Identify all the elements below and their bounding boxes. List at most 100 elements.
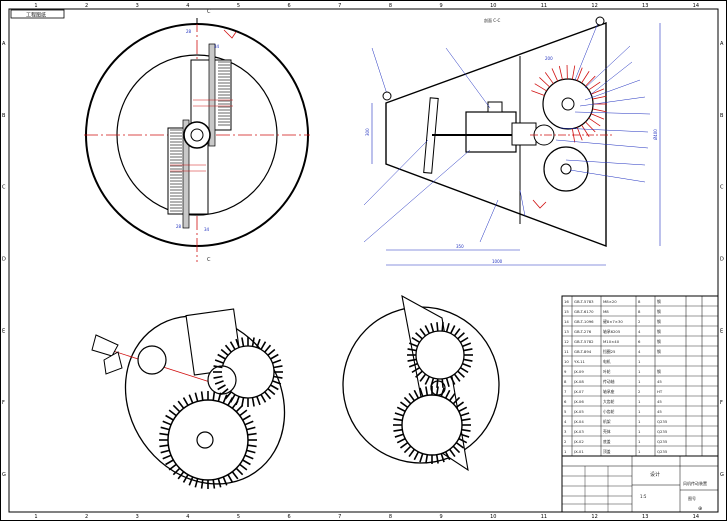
gear-tooth — [270, 353, 279, 360]
gear-tooth — [220, 348, 229, 356]
lower-gear-teeth — [170, 129, 182, 212]
gear-spike — [576, 67, 583, 81]
gear-tooth — [227, 474, 234, 483]
gear-tooth — [224, 391, 232, 400]
bom-cell: Q235 — [657, 419, 668, 424]
zone-row-right: B — [720, 113, 724, 119]
gear-tooth — [463, 348, 473, 352]
surface-finish-symbol-2 — [532, 199, 547, 209]
sheet-tab[interactable] — [10, 9, 65, 19]
gear-spike — [544, 72, 554, 84]
gear-tooth — [188, 394, 194, 404]
gear-spike — [551, 68, 559, 82]
gear-tooth — [217, 392, 222, 402]
gear-tooth — [162, 454, 172, 460]
zone-col-top: 11 — [541, 3, 547, 9]
bom-cell: 键8×7×30 — [603, 319, 623, 324]
title-scale: 1:5 — [640, 494, 647, 499]
gear-tooth — [264, 344, 272, 353]
gear-spike — [576, 127, 583, 141]
bom-cell: 钢 — [657, 369, 661, 374]
bom-cell: 2 — [564, 439, 567, 444]
gear-tooth — [239, 463, 248, 471]
gear-tooth — [452, 396, 461, 405]
gear-tooth — [194, 478, 199, 488]
gear-tooth — [273, 365, 283, 369]
gear-tooth — [244, 420, 254, 426]
sheet-tab-label: 工程图纸 — [26, 12, 46, 19]
bom-cell: 1 — [638, 429, 641, 434]
bom-frame — [561, 295, 719, 467]
bom-cell: 轴承6205 — [603, 329, 621, 334]
gear-spike — [588, 117, 601, 127]
callout-leader — [445, 47, 491, 109]
callout-leader — [574, 111, 651, 115]
callout-leader — [363, 149, 471, 243]
view-title: 剖面 C-C — [484, 17, 501, 23]
bom-cell: Q235 — [657, 429, 668, 434]
iso-fan — [91, 334, 123, 375]
bom-cell: 轴承座 — [603, 389, 615, 394]
zone-col-bottom: 4 — [186, 514, 189, 520]
bom-cell: YX-11 — [574, 359, 586, 364]
bom-cell: 3 — [564, 429, 567, 434]
bom-cell: 1 — [638, 419, 641, 424]
bom-cell: GB-T-5783 — [574, 299, 594, 304]
bom-cell: JX-06 — [573, 399, 584, 404]
bom-cell: JX-02 — [573, 439, 584, 444]
bom-cell: GB-T-276 — [574, 329, 592, 334]
bom-cell: 钢 — [657, 339, 661, 344]
zone-row-right: C — [720, 185, 724, 191]
gear-tooth — [415, 370, 423, 378]
gear-tooth — [217, 353, 226, 360]
gear-tooth — [408, 362, 418, 368]
bom-cell: JX-03 — [573, 429, 584, 434]
gear-tooth — [453, 373, 461, 382]
gear-tooth — [242, 459, 251, 466]
gear-tooth — [239, 409, 248, 417]
zone-col-bottom: 1 — [34, 514, 37, 520]
bom-cell: 顶盖 — [603, 449, 611, 454]
gear-spike — [558, 65, 563, 80]
gear-tooth — [424, 325, 431, 334]
zone-col-top: 1 — [34, 3, 37, 9]
gear-tooth — [457, 332, 465, 340]
bom-cell: 6 — [638, 339, 641, 344]
zone-col-bottom: 11 — [541, 514, 547, 520]
isometric-view-2 — [342, 294, 500, 472]
gear-tooth — [455, 441, 465, 449]
bom-cell: 1 — [638, 369, 641, 374]
callout-leader — [555, 139, 649, 149]
bom-cell: 1 — [638, 379, 641, 384]
gear-tooth — [267, 348, 276, 356]
gear-tooth — [407, 348, 417, 352]
bom-cell: 传动轴 — [603, 379, 615, 384]
zone-col-bottom: 14 — [693, 514, 699, 520]
gear-tooth — [241, 337, 245, 347]
gear-tooth — [177, 471, 185, 480]
gear-tooth — [394, 412, 404, 417]
gear-tooth — [231, 471, 239, 480]
gear-tooth — [235, 396, 240, 406]
gear-tooth — [235, 338, 240, 348]
bom-cell: 小齿轮 — [603, 409, 615, 414]
zone-col-top: 8 — [389, 3, 392, 9]
bom-cell: M8×20 — [603, 299, 617, 304]
gear-tooth — [394, 433, 404, 438]
bom-cell: M8 — [603, 309, 609, 314]
zone-col-top: 4 — [186, 3, 189, 9]
dim-bottom: 28 — [176, 224, 182, 229]
gear-tooth — [251, 337, 255, 347]
gear-tooth — [159, 444, 169, 448]
gear-tooth — [212, 391, 216, 401]
bom-cell: Q235 — [657, 439, 668, 444]
gear-tooth — [463, 358, 473, 362]
zone-row-right: G — [720, 472, 724, 478]
bom-cell: 4 — [564, 419, 567, 424]
cut-label-top: C — [207, 9, 211, 15]
bom-cell: 9 — [564, 369, 567, 374]
gear-tooth — [461, 428, 471, 432]
gear-tooth — [168, 409, 177, 417]
zone-row-left: B — [2, 113, 6, 119]
